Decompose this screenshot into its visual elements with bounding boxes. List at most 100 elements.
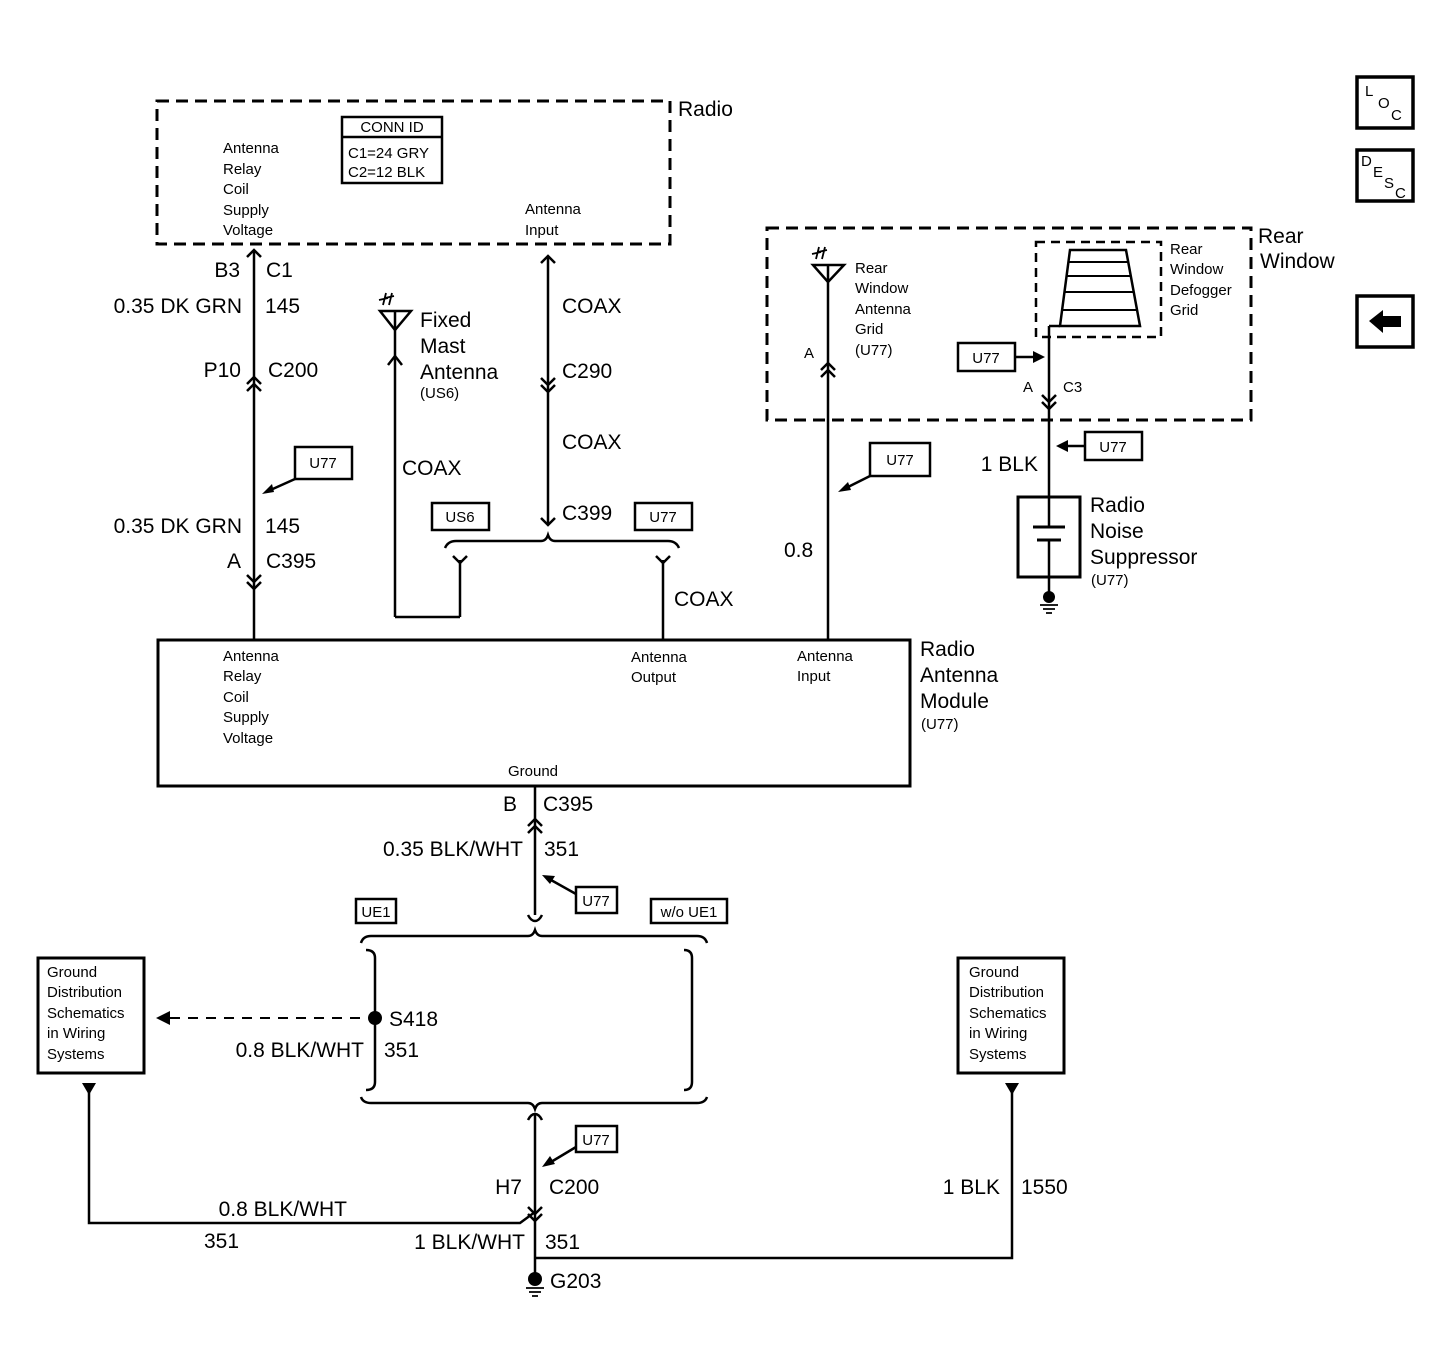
radio-dashed-border	[155, 99, 672, 246]
module-input-label: Antenna	[797, 648, 854, 665]
conn-id-line: C2=12 BLK	[348, 164, 425, 181]
svg-text:U77: U77	[582, 1132, 610, 1149]
branch-end-symbol	[526, 914, 544, 923]
arrow-head-icon	[262, 484, 274, 494]
defogger-grid-lines	[1061, 261, 1137, 311]
suppressor-label: Noise	[1090, 520, 1144, 543]
coax-label: COAX	[562, 295, 622, 318]
ground-ref-label: in Wiring	[969, 1025, 1027, 1042]
ground-symbol-icon	[1040, 604, 1058, 614]
circuit-number-label: 145	[265, 515, 300, 538]
pin-p10-label: P10	[204, 359, 241, 382]
svg-text:US6: US6	[445, 509, 474, 526]
module-input-label: Input	[797, 668, 831, 685]
connector-c399-symbol	[540, 517, 556, 527]
arrow-up-icon	[540, 254, 556, 264]
wire-color-label: 1 BLK	[981, 453, 1038, 476]
ground-distribution-ref-right[interactable]: Ground Distribution Schematics in Wiring…	[956, 956, 1066, 1095]
antenna-signal-icon	[811, 246, 828, 260]
module-title: Module	[920, 690, 989, 713]
svg-text:U77: U77	[582, 893, 610, 910]
svg-text:UE1: UE1	[361, 904, 390, 921]
svg-text:U77: U77	[649, 509, 677, 526]
defogger-label: Defogger	[1170, 282, 1232, 299]
branch-end-symbol	[452, 555, 468, 565]
rear-window-component: Rear Window A Rear Window Antenna Grid (…	[765, 225, 1336, 640]
circuit-number-label: 351	[384, 1039, 419, 1062]
connector-symbol	[820, 361, 836, 378]
svg-text:U77: U77	[886, 452, 914, 469]
defogger-label: Rear	[1170, 241, 1203, 258]
module-output-label: Antenna	[631, 649, 688, 666]
desc-letter: D	[1361, 153, 1372, 170]
pin-h7-label: H7	[495, 1176, 522, 1199]
arrow-head-icon	[1033, 351, 1045, 363]
connector-c1-symbol	[246, 248, 262, 258]
rear-antenna-label: Window	[855, 280, 909, 297]
circuit-number-label: 351	[544, 838, 579, 861]
module-ground-label: Ground	[508, 763, 558, 780]
antenna-signal-icon	[378, 292, 395, 306]
wire-color-label: 1 BLK/WHT	[414, 1231, 525, 1254]
wire-gauge-label: 0.8	[784, 539, 813, 562]
loc-button[interactable]: L O C	[1355, 75, 1415, 130]
wire-to-ground-ref	[535, 1092, 1014, 1260]
module-output-label: Output	[631, 669, 677, 686]
ground-wire-path: B C395 0.35 BLK/WHT 351 U77 UE1 w/o UE1 …	[87, 786, 1068, 1297]
rear-window-title: Rear	[1258, 225, 1304, 248]
option-tag-u77: U77	[868, 441, 932, 478]
wire-color-label: 0.35 DK GRN	[114, 295, 242, 318]
loc-letter: O	[1378, 95, 1390, 112]
wire-color-label: 0.35 DK GRN	[114, 515, 242, 538]
pin-b3-label: B3	[214, 259, 240, 282]
rear-antenna-label: (U77)	[855, 342, 893, 359]
fixed-mast-label: Antenna	[420, 361, 499, 384]
relay-supply-wire: B3 C1 0.35 DK GRN 145 P10 C200 0.35 DK G…	[114, 248, 354, 640]
desc-button[interactable]: D E S C	[1355, 148, 1415, 203]
radio-relay-line: Voltage	[223, 222, 273, 239]
rear-window-title: Window	[1260, 250, 1336, 273]
back-button[interactable]	[1355, 294, 1415, 349]
wire-color-label: 1 BLK	[943, 1176, 1000, 1199]
connector-c200-label: C200	[268, 359, 318, 382]
option-brace	[359, 926, 709, 944]
connector-c395-label: C395	[266, 550, 316, 573]
module-relay-label: Supply	[223, 709, 269, 726]
option-brace	[359, 1096, 709, 1113]
connector-c290-label: C290	[562, 360, 612, 383]
radio-input-line: Antenna	[525, 201, 582, 218]
module-relay-label: Antenna	[223, 648, 280, 665]
coax-label: COAX	[674, 588, 734, 611]
pin-a-label: A	[1023, 379, 1033, 396]
arrow-up-icon	[387, 353, 403, 366]
arrow-head-icon	[542, 1156, 555, 1167]
svg-text:w/o UE1: w/o UE1	[660, 904, 718, 921]
arrow-head-icon	[838, 482, 851, 492]
option-tag-u77: U77	[956, 341, 1017, 373]
noise-suppressor: 1 BLK U77 Radio Noise Suppressor (U77)	[981, 430, 1197, 614]
radio-component: Radio Antenna Relay Coil Supply Voltage …	[155, 98, 733, 246]
ground-symbol-icon	[526, 1287, 544, 1297]
svg-text:U77: U77	[972, 350, 1000, 367]
connector-c3-label: C3	[1063, 379, 1082, 396]
option-tag-wo-ue1: w/o UE1	[649, 897, 729, 925]
connector-c399-label: C399	[562, 502, 612, 525]
arrow-down-icon	[1005, 1083, 1019, 1095]
arrow-down-icon	[82, 1083, 96, 1095]
rear-window-dashed-border	[765, 226, 1253, 422]
fixed-mast-option: (US6)	[420, 385, 459, 402]
wire-color-label: 0.8 BLK/WHT	[236, 1039, 365, 1062]
pin-b-label: B	[503, 793, 517, 816]
ground-distribution-ref-left[interactable]: Ground Distribution Schematics in Wiring…	[36, 956, 146, 1095]
ground-ref-label: Schematics	[969, 1005, 1047, 1022]
radio-relay-line: Supply	[223, 202, 269, 219]
suppressor-option: (U77)	[1091, 572, 1129, 589]
fixed-mast-label: Mast	[420, 335, 466, 358]
loc-letter: C	[1391, 107, 1402, 124]
module-title: Antenna	[920, 664, 999, 687]
radio-input-line: Input	[525, 222, 559, 239]
module-relay-label: Coil	[223, 689, 249, 706]
pin-a-label: A	[227, 550, 241, 573]
rear-antenna-label: Antenna	[855, 301, 912, 318]
